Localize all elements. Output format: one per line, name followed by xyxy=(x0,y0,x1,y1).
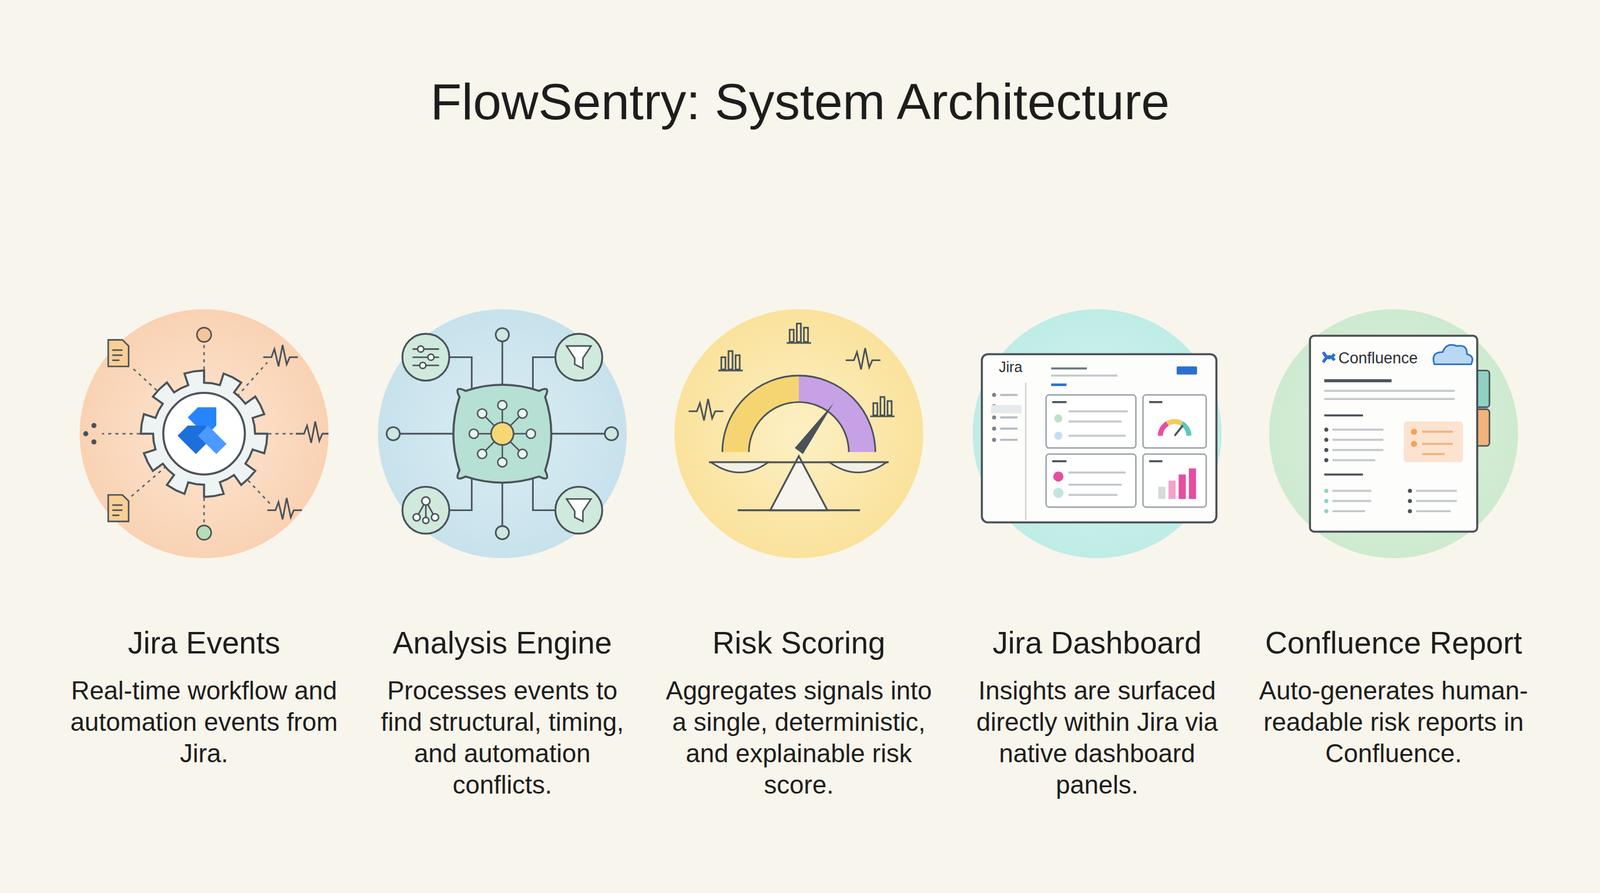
stage-heading: Confluence Report xyxy=(1245,624,1542,662)
jira-events-stage: Jira EventsReal-time workflow and automa… xyxy=(55,309,353,770)
stage-description: Aggregates signals into a single, determ… xyxy=(662,675,936,801)
confluence-report-stage: Confluence ReportAuto-generates human-re… xyxy=(1245,309,1542,770)
stage-heading: Jira Events xyxy=(55,624,353,662)
stage-description: Auto-generates human-readable risk repor… xyxy=(1256,675,1531,770)
stage-illustration xyxy=(377,309,627,559)
stage-illustration xyxy=(79,309,329,559)
stage-illustration xyxy=(674,309,924,559)
diagram-title: FlowSentry: System Architecture xyxy=(0,69,1600,134)
stage-heading: Risk Scoring xyxy=(650,624,948,662)
stage-description: Processes events to find structural, tim… xyxy=(365,675,639,801)
confluence-logo-text: Confluence xyxy=(1338,348,1419,368)
jira-logo-text: Jira xyxy=(998,358,1023,376)
stage-description: Insights are surfaced directly within Ji… xyxy=(960,675,1234,801)
stage-description: Real-time workflow and automation events… xyxy=(67,675,341,770)
stage-heading: Jira Dashboard xyxy=(948,624,1246,662)
stage-heading: Analysis Engine xyxy=(354,624,651,662)
analysis-engine-stage: Analysis EngineProcesses events to find … xyxy=(354,309,651,801)
jira-dashboard-stage: Jira DashboardInsights are surfaced dire… xyxy=(948,309,1246,801)
stage-illustration xyxy=(1269,309,1519,559)
risk-scoring-stage: Risk ScoringAggregates signals into a si… xyxy=(650,309,948,801)
stage-illustration xyxy=(972,309,1222,559)
